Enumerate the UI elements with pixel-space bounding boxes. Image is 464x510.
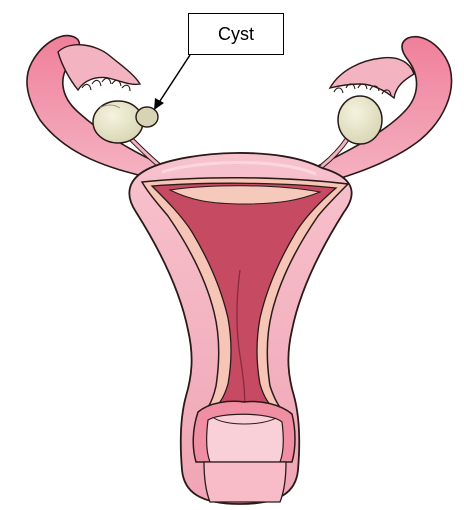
cyst-pointer-line [158, 55, 190, 104]
right-fallopian-tube [318, 37, 452, 184]
left-fallopian-tube [27, 36, 160, 178]
cyst-label-text: Cyst [218, 24, 254, 45]
vaginal-canal [204, 462, 286, 502]
cyst-label: Cyst [188, 13, 284, 55]
cyst-pointer-arrowhead [154, 98, 164, 110]
cyst [136, 107, 158, 127]
right-ovary [338, 96, 382, 144]
